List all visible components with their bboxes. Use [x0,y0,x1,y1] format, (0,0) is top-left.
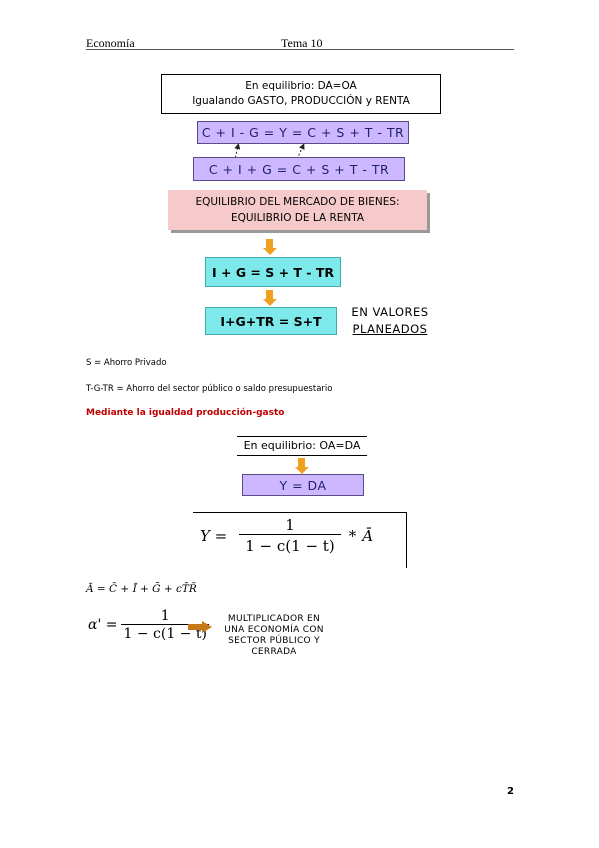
planned-line-1: EN VALORES [351,305,429,319]
multiplier-denominator: 1 − c(1 − t) [121,624,209,642]
header-topic: Tema 10 [281,36,323,50]
down-arrow-icon [263,239,277,255]
multiplier-line-2: UNA ECONOMÍA CON [224,625,324,635]
private-saving-definition: S = Ahorro Privado [86,358,167,368]
market-equilibrium-box: EQUILIBRIO DEL MERCADO DE BIENES: EQUILI… [168,190,427,230]
planned-line-2: PLANEADOS [352,322,428,336]
down-arrow-icon [263,290,277,306]
equilibrium-line-1: En equilibrio: DA=OA [245,80,357,92]
formula-fraction: 1 1 − c(1 − t) [239,516,341,555]
formula-top-rule [193,512,407,513]
formula-lhs: Y = [200,526,228,545]
multiply-star: * [348,526,357,545]
multiplier-numerator: 1 [160,608,170,624]
income-formula: Y = 1 1 − c(1 − t) * Ā [200,516,373,555]
multiplier-line-4: CERRADA [251,647,297,657]
equilibrium-box: En equilibrio: DA=OA Igualando GASTO, PR… [161,74,441,114]
autonomous-spending-equation: Ā = C̄ + Ī + Ḡ + cT̄R̄ [86,583,197,595]
equilibrium-line-2: Igualando GASTO, PRODUCCIÓN y RENTA [192,95,410,107]
header-rule [86,49,514,50]
equation-box-2: C + I + G = C + S + T - TR [193,157,405,181]
page-number: 2 [507,786,514,797]
multiplier-description: MULTIPLICADOR EN UNA ECONOMÍA CON SECTOR… [212,614,336,658]
multiplier-line-1: MULTIPLICADOR EN [227,614,321,624]
autonomous-spending: Ā [362,526,374,545]
cancel-arrow-right [286,143,305,182]
market-line-2: EQUILIBRIO DE LA RENTA [230,212,365,224]
fraction-denominator: 1 − c(1 − t) [239,534,341,555]
down-arrow-icon [295,458,309,474]
planned-values-label: EN VALORES PLANEADOS [344,304,436,338]
formula-side-rule [406,512,407,568]
multiplier-lhs: α' = [88,617,118,633]
y-equals-da-box: Y = DA [242,474,364,496]
equation-box-4: I+G+TR = S+T [205,307,337,335]
public-saving-definition: T-G-TR = Ahorro del sector público o sal… [86,384,333,394]
equation-box-1: C + I - G = Y = C + S + T - TR [197,121,409,144]
multiplier-line-3: SECTOR PÚBLICO Y [228,636,320,646]
right-arrow-icon [188,621,212,633]
market-line-1: EQUILIBRIO DEL MERCADO DE BIENES: [195,196,400,208]
multiplier-fraction: 1 1 − c(1 − t) [121,608,209,642]
fraction-numerator: 1 [285,516,295,534]
equation-box-3: I + G = S + T - TR [205,257,341,287]
equilibrium-oa-da: En equilibrio: OA=DA [237,436,367,456]
section-heading: Mediante la igualdad producción-gasto [86,408,285,418]
header-subject: Economía [86,36,135,50]
multiplier-formula: α' = 1 1 − c(1 − t) [88,608,209,642]
